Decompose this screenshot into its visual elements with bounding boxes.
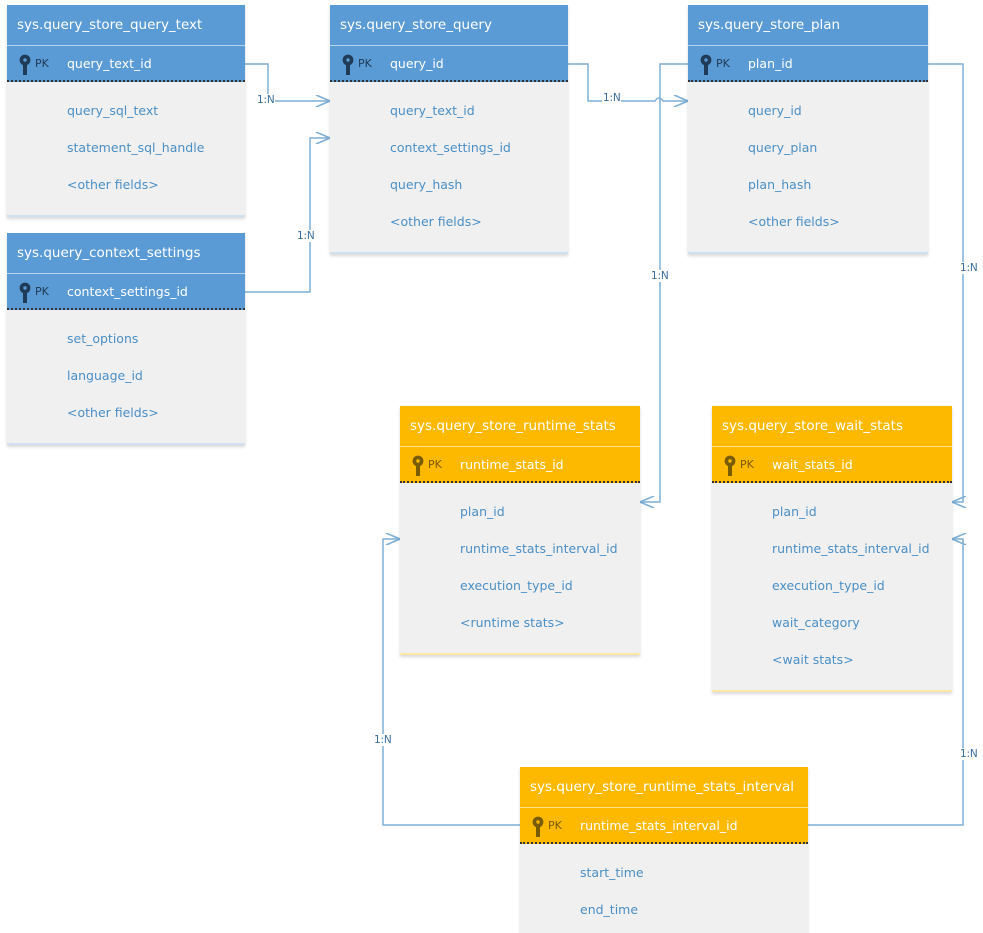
- cardinality-plan-to-wait: 1:N: [959, 262, 979, 274]
- field-list: query_sql_text statement_sql_handle <oth…: [7, 82, 245, 215]
- field-item[interactable]: runtime_stats_interval_id: [772, 541, 930, 556]
- field-item[interactable]: query_id: [748, 103, 802, 118]
- key-icon: [532, 816, 544, 837]
- cardinality-interval-to-runtime: 1:N: [373, 734, 393, 746]
- entity-query-store-runtime-stats[interactable]: sys.query_store_runtime_stats PK runtime…: [400, 406, 640, 655]
- entity-title: sys.query_store_query_text: [7, 5, 245, 45]
- pk-field-name: plan_id: [748, 56, 793, 71]
- cardinality-text-to-query: 1:N: [256, 94, 276, 106]
- field-item[interactable]: end_time: [580, 902, 639, 917]
- field-item[interactable]: plan_id: [772, 504, 817, 519]
- pk-label: PK: [548, 819, 562, 832]
- pk-field-name: context_settings_id: [67, 284, 188, 299]
- field-item[interactable]: wait_category: [772, 615, 860, 630]
- cardinality-interval-to-wait: 1:N: [959, 748, 979, 760]
- pk-field-name: query_text_id: [67, 56, 152, 71]
- pk-field-name: runtime_stats_id: [460, 457, 564, 472]
- field-item[interactable]: <other fields>: [67, 177, 159, 192]
- entity-title: sys.query_store_plan: [688, 5, 928, 45]
- field-item[interactable]: <wait stats>: [772, 652, 854, 667]
- pk-field-name: runtime_stats_interval_id: [580, 818, 738, 833]
- field-item[interactable]: execution_type_id: [460, 578, 573, 593]
- key-icon: [19, 54, 31, 75]
- field-item[interactable]: plan_hash: [748, 177, 812, 192]
- entity-title: sys.query_store_runtime_stats: [400, 406, 640, 446]
- field-item[interactable]: <other fields>: [390, 214, 482, 229]
- key-icon: [700, 54, 712, 75]
- field-item[interactable]: statement_sql_handle: [67, 140, 205, 155]
- cardinality-query-to-plan: 1:N: [602, 92, 622, 104]
- field-item[interactable]: set_options: [67, 331, 139, 346]
- field-list: set_options language_id <other fields>: [7, 310, 245, 443]
- connector-context-to-query: [245, 138, 330, 293]
- key-icon: [19, 282, 31, 303]
- entity-query-store-runtime-stats-interval[interactable]: sys.query_store_runtime_stats_interval P…: [520, 767, 808, 933]
- pk-label: PK: [358, 57, 372, 70]
- pk-label: PK: [428, 458, 442, 471]
- field-item[interactable]: <other fields>: [67, 405, 159, 420]
- pk-label: PK: [740, 458, 754, 471]
- field-list: query_id query_plan plan_hash <other fie…: [688, 82, 928, 252]
- field-item[interactable]: language_id: [67, 368, 143, 383]
- field-item[interactable]: start_time: [580, 865, 644, 880]
- field-item[interactable]: <other fields>: [748, 214, 840, 229]
- field-item[interactable]: <runtime stats>: [460, 615, 565, 630]
- pk-label: PK: [35, 57, 49, 70]
- primary-key-row[interactable]: PK wait_stats_id: [712, 446, 952, 483]
- key-icon: [724, 455, 736, 476]
- pk-label: PK: [35, 285, 49, 298]
- entity-title: sys.query_context_settings: [7, 233, 245, 273]
- cardinality-plan-to-runtime: 1:N: [650, 270, 670, 282]
- pk-field-name: query_id: [390, 56, 444, 71]
- field-item[interactable]: query_plan: [748, 140, 818, 155]
- primary-key-row[interactable]: PK plan_id: [688, 45, 928, 82]
- field-list: plan_id runtime_stats_interval_id execut…: [400, 483, 640, 653]
- entity-title: sys.query_store_runtime_stats_interval: [520, 767, 808, 807]
- field-item[interactable]: execution_type_id: [772, 578, 885, 593]
- entity-title: sys.query_store_wait_stats: [712, 406, 952, 446]
- primary-key-row[interactable]: PK query_text_id: [7, 45, 245, 82]
- primary-key-row[interactable]: PK runtime_stats_interval_id: [520, 807, 808, 844]
- primary-key-row[interactable]: PK runtime_stats_id: [400, 446, 640, 483]
- field-item[interactable]: query_hash: [390, 177, 463, 192]
- field-list: query_text_id context_settings_id query_…: [330, 82, 568, 252]
- entity-query-store-query-text[interactable]: sys.query_store_query_text PK query_text…: [7, 5, 245, 217]
- primary-key-row[interactable]: PK query_id: [330, 45, 568, 82]
- pk-label: PK: [716, 57, 730, 70]
- key-icon: [342, 54, 354, 75]
- connector-query-to-plan: [568, 63, 688, 101]
- field-item[interactable]: query_sql_text: [67, 103, 159, 118]
- entity-query-store-plan[interactable]: sys.query_store_plan PK plan_id query_id…: [688, 5, 928, 254]
- entity-query-store-wait-stats[interactable]: sys.query_store_wait_stats PK wait_stats…: [712, 406, 952, 692]
- key-icon: [412, 455, 424, 476]
- connector-plan-to-runtime: [640, 63, 688, 502]
- pk-field-name: wait_stats_id: [772, 457, 853, 472]
- entity-title: sys.query_store_query: [330, 5, 568, 45]
- entity-query-context-settings[interactable]: sys.query_context_settings PK context_se…: [7, 233, 245, 445]
- field-item[interactable]: query_text_id: [390, 103, 475, 118]
- field-item[interactable]: plan_id: [460, 504, 505, 519]
- field-item[interactable]: context_settings_id: [390, 140, 511, 155]
- field-list: start_time end_time: [520, 844, 808, 933]
- primary-key-row[interactable]: PK context_settings_id: [7, 273, 245, 310]
- field-list: plan_id runtime_stats_interval_id execut…: [712, 483, 952, 690]
- field-item[interactable]: runtime_stats_interval_id: [460, 541, 618, 556]
- entity-query-store-query[interactable]: sys.query_store_query PK query_id query_…: [330, 5, 568, 254]
- cardinality-context-to-query: 1:N: [296, 230, 316, 242]
